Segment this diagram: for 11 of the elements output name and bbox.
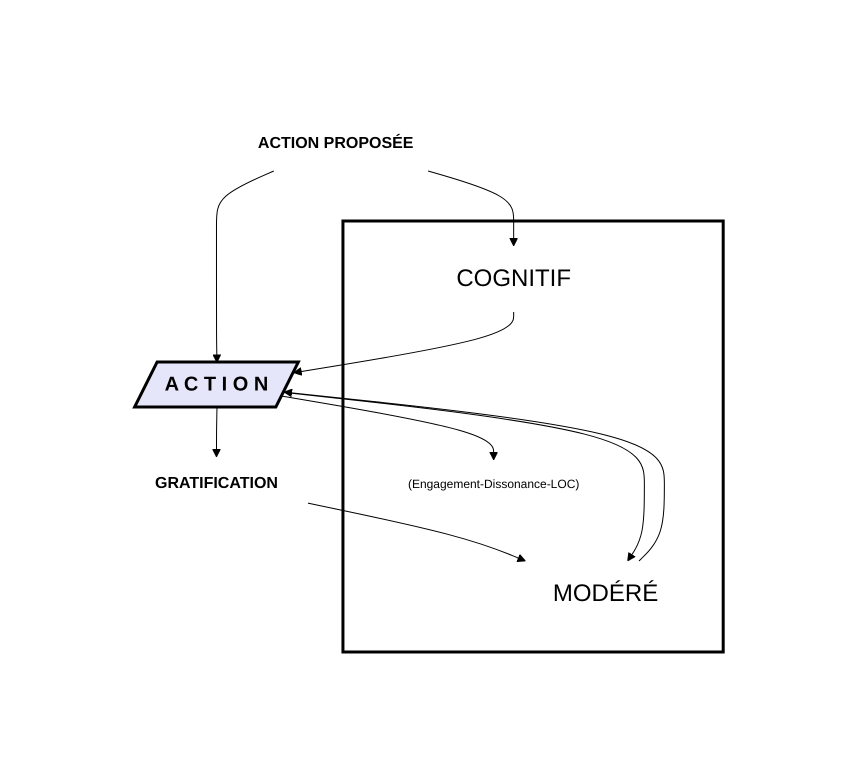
node-text: ACTION PROPOSÉE (258, 135, 414, 152)
arrow (427, 170, 518, 246)
arrow (307, 502, 526, 562)
node-text: (Engagement-Dissonance-LOC) (408, 476, 580, 491)
arrow (212, 407, 221, 458)
arrow (281, 396, 498, 460)
cluster (341, 220, 725, 654)
node-text: COGNITIF (456, 264, 571, 292)
arrow (293, 312, 514, 376)
node-text: GRATIFICATION (154, 474, 278, 492)
node-text: MODÉRÉ (552, 580, 658, 607)
